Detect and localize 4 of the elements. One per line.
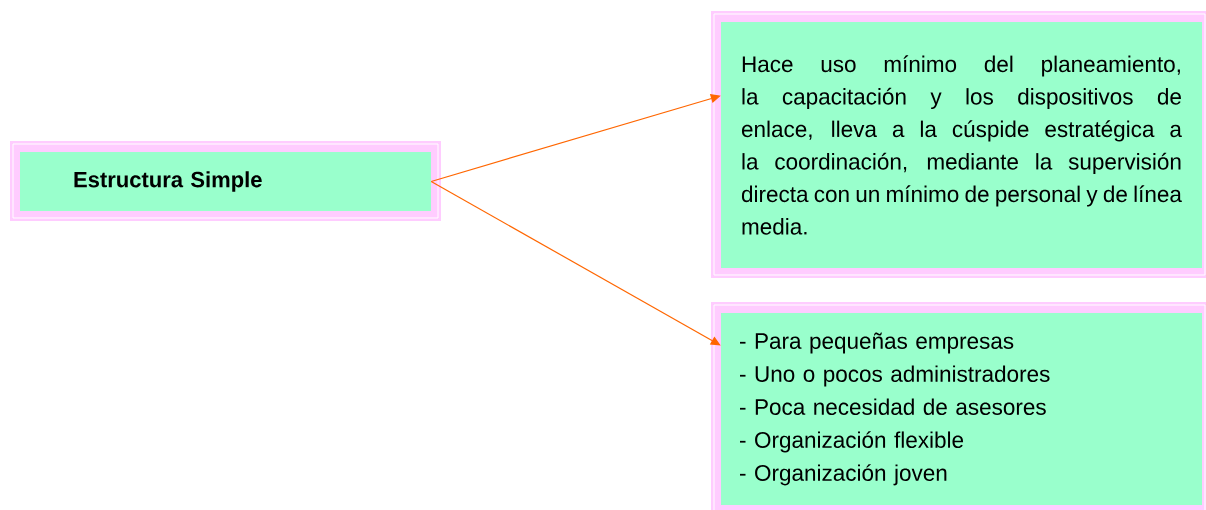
text-box: Hace uso mínimo del planeamiento, la capacitación y los dispositivos de enlace, lleva a la cúspide estratégica a la coordinación, mediante la supervisión directa con un mínimo de personal y de línea media.	[711, 11, 1206, 278]
text-box: - Para pequeñas empresas - Uno o pocos administradores - Poca necesidad de asesores - Organización flexible - Organización joven	[711, 302, 1206, 510]
arrow	[430, 180, 721, 346]
text-box: Estructura Simple	[10, 141, 441, 221]
